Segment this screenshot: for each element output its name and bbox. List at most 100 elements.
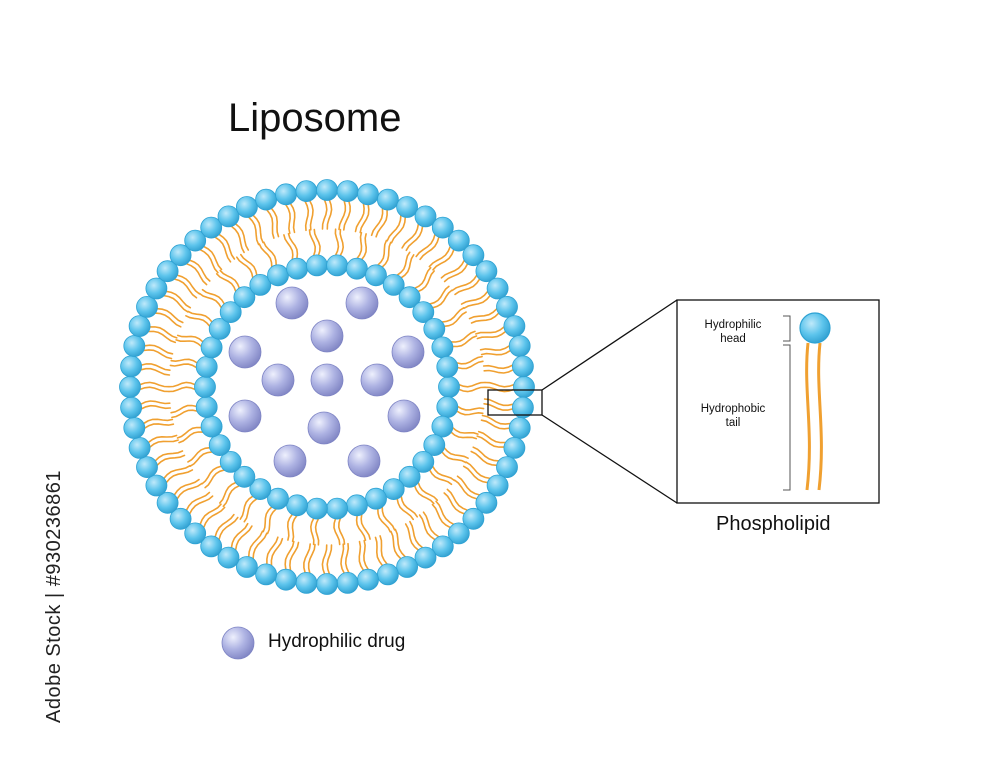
outer-leaflet-head xyxy=(128,436,151,459)
inner-leaflet-head xyxy=(305,254,328,277)
outer-leaflet-tail xyxy=(401,223,420,249)
outer-leaflet-tail xyxy=(188,495,214,515)
inner-leaflet-head xyxy=(233,465,256,488)
outer-leaflet-head xyxy=(462,507,485,530)
outer-leaflet-tail xyxy=(354,202,365,233)
outer-leaflet-tail xyxy=(247,530,264,558)
tail-bracket xyxy=(783,344,791,491)
inner-leaflet-head xyxy=(249,273,272,296)
inner-leaflet-tail xyxy=(219,269,241,290)
inner-leaflet-tail xyxy=(263,241,277,266)
inner-leaflet-tail xyxy=(441,307,465,323)
outer-leaflet-tail xyxy=(475,326,505,335)
outer-leaflet-tail xyxy=(390,216,407,244)
outer-leaflet-tail xyxy=(454,278,481,296)
inner-leaflet-tail xyxy=(450,431,478,440)
outer-leaflet-tail xyxy=(284,540,295,571)
inner-leaflet-head xyxy=(200,415,223,438)
outer-leaflet-tail xyxy=(140,400,171,405)
inner-leaflet-tail xyxy=(458,386,486,393)
inner-leaflet-tail xyxy=(400,254,415,279)
outer-leaflet-head xyxy=(486,474,509,497)
outer-leaflet-tail xyxy=(479,345,511,351)
inner-leaflet-tail xyxy=(171,409,198,419)
inner-leaflet-tail xyxy=(187,446,211,463)
outer-leaflet-head xyxy=(512,355,534,378)
outer-leaflet-head xyxy=(475,491,498,514)
inner-leaflet-tail xyxy=(333,517,341,546)
outer-leaflet-head xyxy=(462,244,485,267)
drug-molecule xyxy=(228,335,262,369)
outer-leaflet-head xyxy=(295,572,318,594)
outer-leaflet-tail xyxy=(463,294,491,310)
outer-leaflet-head xyxy=(503,436,526,459)
outer-leaflet-tail xyxy=(358,540,365,572)
drug-molecule xyxy=(273,444,307,478)
outer-leaflet-tail xyxy=(405,225,424,252)
inner-leaflet-tail xyxy=(456,360,484,370)
inner-leaflet-head xyxy=(286,494,309,517)
zoom-caption: Phospholipid xyxy=(716,513,831,535)
inner-leaflet-head xyxy=(412,301,435,324)
inner-leaflet-tail xyxy=(176,334,204,343)
outer-leaflet-tail xyxy=(285,203,291,235)
outer-leaflet-tail xyxy=(218,233,236,260)
inner-leaflet-tail xyxy=(413,484,435,505)
inner-leaflet-tail xyxy=(431,465,456,482)
inner-leaflet-head xyxy=(249,478,272,501)
outer-leaflet-tail xyxy=(142,349,173,360)
outer-leaflet-tail xyxy=(326,544,333,575)
outer-leaflet-tail xyxy=(202,506,226,529)
tail-label: Hydrophobic tail xyxy=(690,402,776,430)
zoom-connector-bottom xyxy=(541,414,678,504)
outer-leaflet-head xyxy=(235,556,258,578)
drug-molecule xyxy=(391,335,425,369)
outer-leaflet-tail xyxy=(390,530,402,560)
outer-leaflet-tail xyxy=(185,491,211,512)
outer-leaflet-head xyxy=(217,205,240,228)
inner-leaflet-tail xyxy=(243,498,258,523)
inner-leaflet-head xyxy=(398,286,421,309)
inner-leaflet-tail xyxy=(334,228,340,257)
inner-leaflet-tail xyxy=(428,285,450,305)
outer-leaflet-tail xyxy=(230,522,249,549)
outer-leaflet-head xyxy=(486,277,509,300)
inner-leaflet-head xyxy=(195,355,218,378)
inner-leaflet-tail xyxy=(266,508,277,535)
outer-leaflet-tail xyxy=(480,349,512,356)
inner-leaflet-tail xyxy=(360,233,368,261)
outer-leaflet-head xyxy=(447,522,470,545)
outer-leaflet-tail xyxy=(453,479,478,500)
drug-molecule xyxy=(310,363,344,397)
outer-leaflet-head xyxy=(275,568,297,591)
inner-leaflet-tail xyxy=(240,253,258,276)
inner-leaflet-tail xyxy=(236,256,254,279)
outer-leaflet-tail xyxy=(394,528,407,558)
outer-leaflet-head xyxy=(475,260,498,283)
outer-leaflet-head xyxy=(123,417,146,439)
outer-leaflet-tail xyxy=(484,381,515,388)
outer-leaflet-head xyxy=(136,295,158,318)
tail-label-line2: tail xyxy=(725,417,741,429)
inner-leaflet-head xyxy=(267,487,289,510)
inner-leaflet-head xyxy=(436,355,459,378)
outer-leaflet-tail xyxy=(289,202,296,234)
outer-leaflet-head xyxy=(508,417,531,439)
outer-leaflet-tail xyxy=(451,274,478,292)
outer-leaflet-tail xyxy=(321,199,328,230)
outer-leaflet-head xyxy=(396,196,419,218)
legend-drug-icon xyxy=(221,626,255,660)
outer-leaflet-head xyxy=(447,229,470,252)
outer-leaflet-tail xyxy=(289,541,300,572)
outer-leaflet-head xyxy=(119,376,141,398)
outer-leaflet-tail xyxy=(142,418,174,425)
outer-leaflet-head xyxy=(513,376,535,398)
inner-leaflet-head xyxy=(431,336,454,359)
outer-leaflet-head xyxy=(120,396,143,419)
outer-leaflet-head xyxy=(217,546,240,569)
inner-leaflet-head xyxy=(326,497,349,520)
drug-molecule xyxy=(228,399,262,433)
inner-leaflet-head xyxy=(382,273,405,296)
inner-leaflet-tail xyxy=(239,495,254,520)
